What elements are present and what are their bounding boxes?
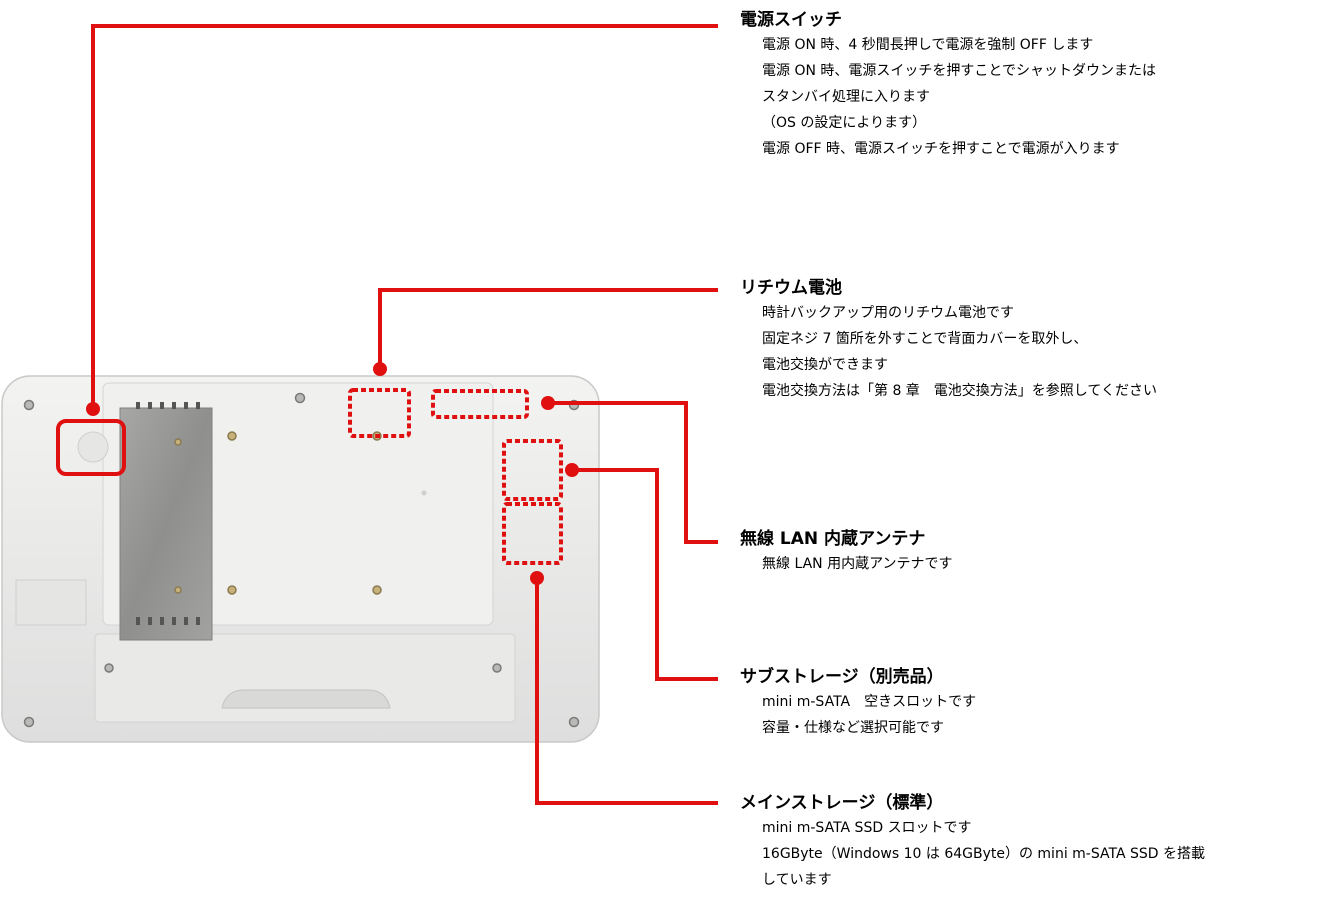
power-switch-title: 電源スイッチ (740, 10, 842, 30)
battery-leader-line (378, 288, 718, 369)
callout-line: 16GByte（Windows 10 は 64GByte）の mini m-SA… (762, 846, 1205, 862)
heatsink-panel (119, 407, 213, 641)
lithium-battery-callout: リチウム電池 時計バックアップ用のリチウム電池です 固定ネジ 7 箇所を外すこと… (740, 276, 1157, 404)
vent-slots (136, 402, 200, 625)
cover-screws (174, 431, 382, 595)
callout-line: 電源 ON 時、4 秒間長押しで電源を強制 OFF します (762, 37, 1094, 53)
callout-line: 電池交換ができます (762, 357, 888, 373)
wireless-lan-callout: 無線 LAN 内蔵アンテナ 無線 LAN 用内蔵アンテナです (740, 527, 953, 577)
power-button (77, 431, 109, 463)
stand-slot (221, 689, 391, 709)
callout-line: 容量・仕様など選択可能です (762, 720, 944, 736)
power-switch-highlight (56, 419, 126, 476)
lithium-battery-title: リチウム電池 (740, 278, 842, 298)
leader-dots (86, 362, 579, 585)
main-storage-leader-line (535, 578, 718, 805)
main-storage-highlight (502, 502, 563, 565)
callout-line: 時計バックアップ用のリチウム電池です (762, 305, 1014, 321)
sub-storage-highlight (502, 439, 563, 501)
power-switch-callout: 電源スイッチ 電源 ON 時、4 秒間長押しで電源を強制 OFF します 電源 … (740, 8, 1156, 162)
callout-line: 固定ネジ 7 箇所を外すことで背面カバーを取外し、 (762, 331, 1088, 347)
callout-line: mini m-SATA SSD スロットです (762, 820, 972, 836)
callout-line: 無線 LAN 用内蔵アンテナです (762, 556, 953, 572)
bottom-cover (94, 633, 516, 723)
main-storage-callout: メインストレージ（標準） mini m-SATA SSD スロットです 16GB… (740, 791, 1205, 893)
battery-highlight (348, 388, 411, 438)
callout-line: mini m-SATA 空きスロットです (762, 694, 977, 710)
callout-line: （OS の設定によります） (762, 115, 927, 131)
sub-storage-leader-line (572, 468, 718, 681)
callout-line: 電源 OFF 時、電源スイッチを押すことで電源が入ります (762, 141, 1120, 157)
callout-line: スタンバイ処理に入ります (762, 89, 930, 105)
callout-line: しています (762, 872, 832, 888)
callout-line: 電池交換方法は「第 8 章 電池交換方法」を参照してください (762, 383, 1157, 399)
main-storage-title: メインストレージ（標準） (740, 793, 944, 813)
power-leader-line (91, 24, 718, 409)
wireless-lan-title: 無線 LAN 内蔵アンテナ (740, 529, 926, 549)
wlan-leader-line (548, 401, 718, 544)
wlan-antenna-highlight (431, 389, 529, 419)
sub-storage-callout: サブストレージ（別売品） mini m-SATA 空きスロットです 容量・仕様な… (740, 665, 976, 741)
callout-line: 電源 ON 時、電源スイッチを押すことでシャットダウンまたは (762, 63, 1156, 79)
sub-storage-title: サブストレージ（別売品） (740, 667, 944, 687)
side-panel (15, 579, 87, 626)
